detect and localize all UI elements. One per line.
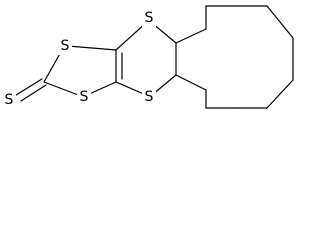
- thione-double-bond-line-2: [15, 78, 43, 96]
- molecule-structure-diagram: S S S S S: [2, 5, 294, 109]
- atom-thione-sulfur: S: [2, 91, 16, 108]
- bond-c4-s-top: [115, 22, 147, 51]
- atom-ring-sulfur-top: S: [58, 37, 72, 55]
- atom-dithiin-sulfur-top: S: [142, 9, 156, 27]
- thione-double-bond-line-1: [20, 84, 47, 102]
- atom-dithiin-sulfur-bottom: S: [142, 88, 156, 106]
- atom-label-ring-bottom: S: [80, 89, 89, 105]
- bond-c5-s-bottom: [115, 81, 147, 96]
- atom-label-dithiin-top: S: [145, 10, 154, 26]
- cycle-bond-7: [266, 79, 294, 109]
- atom-label-ring-top: S: [61, 38, 70, 54]
- dithiin-ring-bonds: [115, 22, 177, 96]
- bond-s1-c4: [67, 45, 117, 51]
- atom-label-dithiin-bottom: S: [145, 89, 154, 105]
- atom-label-thione: S: [5, 92, 14, 108]
- bond-c2-s3: [43, 81, 82, 97]
- bond-s3-c5: [86, 81, 117, 96]
- cycle-bond-11: [175, 74, 207, 91]
- cycloalkane-ring-bonds: [175, 5, 294, 109]
- dithiole-ring-bonds: [15, 45, 123, 102]
- cycle-bond-5: [266, 5, 294, 39]
- cycle-bond-1: [175, 28, 207, 44]
- atom-ring-sulfur-bottom: S: [77, 88, 91, 106]
- bond-c2-s1: [43, 49, 63, 83]
